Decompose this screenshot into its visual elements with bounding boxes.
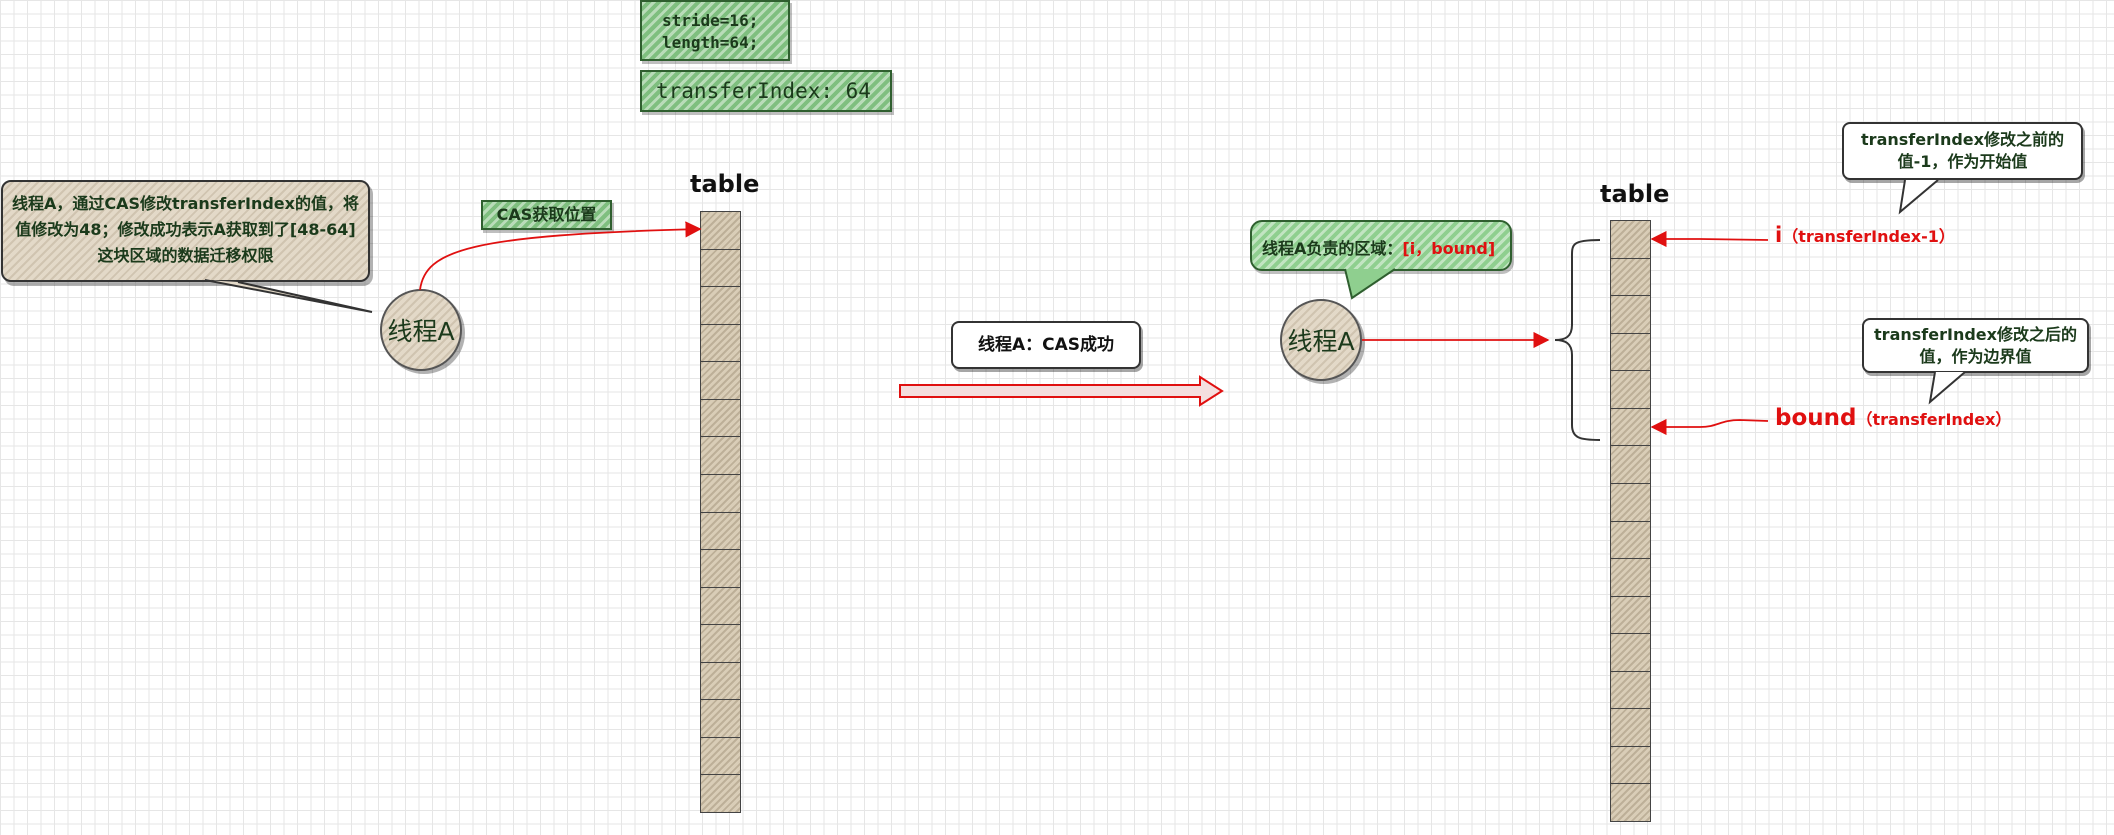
table-cell [1610,558,1651,597]
note-after-text: transferIndex修改之后的值，作为边界值 [1874,325,2077,366]
table-cell [1610,295,1651,334]
region-range: [i，bound] [1402,239,1496,258]
thread-a-note: 线程A，通过CAS修改transferIndex的值，将值修改为48；修改成功表… [1,180,370,282]
region-bubble-tail [1344,268,1396,300]
table-cell [1610,633,1651,672]
table-cell [700,774,741,813]
transfer-index-box: transferIndex: 64 [640,70,892,112]
note-after-change: transferIndex修改之后的值，作为边界值 [1862,318,2089,373]
table-cell [1610,745,1651,785]
note-before-change: transferIndex修改之前的值-1，作为开始值 [1842,122,2083,180]
cas-success-text: 线程A：CAS成功 [977,335,1115,355]
table-cell [1610,257,1651,297]
transfer-index-text: transferIndex: 64 [656,79,871,103]
bound-arrow [1650,418,1769,436]
thread-a-label-right: 线程A [1287,327,1355,356]
thread-a-note-text: 线程A，通过CAS修改transferIndex的值，将值修改为48；修改成功表… [12,194,359,265]
table-cell [700,736,741,776]
table-right [1610,220,1651,822]
range-brace [1554,239,1601,441]
table-cell [1610,783,1651,822]
table-cell [700,511,741,551]
table-cell [700,586,741,626]
bound-label: bound（transferIndex） [1775,405,2011,431]
table-left [700,211,741,813]
region-prefix: 线程A负责的区域： [1262,239,1403,258]
note-before-tail [1898,179,1939,215]
table-cell [700,661,741,701]
table-cell [700,473,741,513]
table-cell [1610,708,1651,747]
note-tail-left [204,279,373,313]
transition-arrow [899,375,1224,407]
note-after-tail [1928,371,1966,405]
table-cell [1610,370,1651,409]
table-cell [700,624,741,663]
region-bubble: 线程A负责的区域：[i，bound] [1250,220,1512,271]
length-text: length=64; [662,33,759,52]
table-cell [700,248,741,288]
stride-text: stride=16; [662,11,759,30]
table-cell [1610,670,1651,710]
cas-position-text: CAS获取位置 [496,205,597,224]
stride-length-box: stride=16; length=64; [640,0,790,61]
table-cell [700,286,741,325]
table-cell [1610,332,1651,372]
cas-success-box: 线程A：CAS成功 [951,321,1141,369]
table-cell [1610,445,1651,484]
table-cell [1610,595,1651,635]
table-cell [1610,482,1651,522]
table-cell [700,699,741,738]
i-detail: （transferIndex-1） [1782,227,1955,246]
table-cell [1610,520,1651,560]
i-name: i [1775,223,1783,247]
table-title-right: table [1600,180,1670,208]
table-cell [1610,407,1651,447]
table-title-left: table [690,170,760,198]
i-arrow [1650,230,1769,248]
table-cell [700,398,741,438]
table-cell [700,323,741,363]
bound-detail: （transferIndex） [1856,410,2012,429]
cas-position-label: CAS获取位置 [481,200,612,230]
bound-name: bound [1775,405,1857,431]
thread-a-label-left: 线程A [387,317,455,346]
note-before-text: transferIndex修改之前的值-1，作为开始值 [1861,130,2064,171]
i-label: i（transferIndex-1） [1775,223,1955,247]
table-cell [1610,220,1651,259]
cas-arrow [419,221,702,291]
thread-a-node-right[interactable]: 线程A [1280,299,1362,381]
table-cell [700,549,741,588]
thread-a-node-left[interactable]: 线程A [380,289,462,371]
table-cell [700,211,741,250]
table-cell [700,436,741,475]
